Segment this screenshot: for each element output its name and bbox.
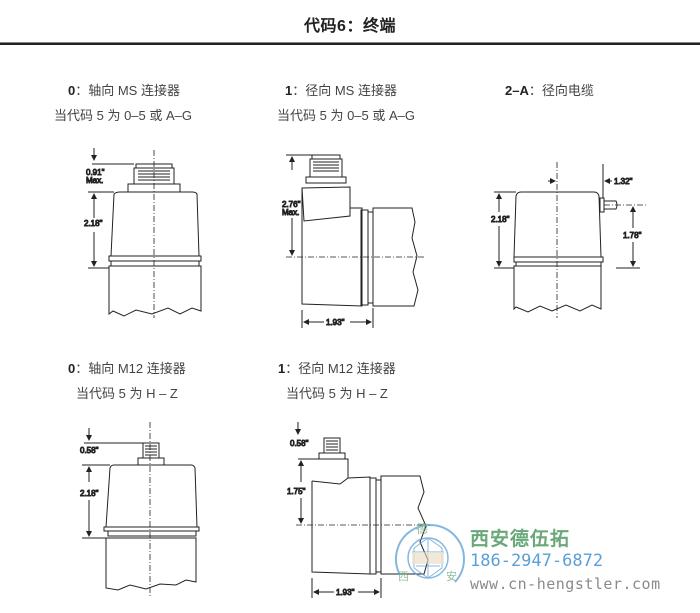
watermark: 西安德伍拓 186-2947-6872 www.cn-hengstler.com [392,520,692,610]
drawing-axial-ms: 0.91" Max. 2.18" [84,148,202,318]
option-label: ：径向 MS 连接器 [292,83,397,98]
svg-text:1.93": 1.93" [336,588,355,597]
svg-text:西: 西 [398,571,409,583]
option-label: ：径向 M12 连接器 [285,361,396,376]
option-condition: 当代码 5 为 0–5 或 A–G [277,108,415,123]
svg-text:1.93": 1.93" [326,318,345,327]
option-label: ：轴向 MS 连接器 [75,83,180,98]
option-code: 0 [68,361,76,376]
option-condition: 当代码 5 为 H – Z [76,386,178,401]
option-code: 1 [278,361,286,376]
option-label: ：轴向 M12 连接器 [75,361,186,376]
drawing-radial-m12: 0.58" 1.75" 1.93" [287,422,430,598]
drawing-axial-m12: 0.58" 2.18" [80,422,200,596]
option-code: 2–A [505,83,529,98]
option-condition: 当代码 5 为 0–5 或 A–G [54,108,192,123]
watermark-phone: 186-2947-6872 [470,551,604,571]
option-condition: 当代码 5 为 H – Z [286,386,388,401]
svg-text:2.76": 2.76" [282,200,301,209]
svg-text:Max.: Max. [86,176,103,185]
svg-text:2.18": 2.18" [84,219,103,228]
svg-text:0.58": 0.58" [80,446,99,455]
drawing-radial-cable: 1.32" 2.18" 1.78" [491,162,648,318]
caption-axial-m12: 0：轴向 M12 连接器 当代码 5 为 H – Z [68,358,186,402]
option-code: 1 [285,83,293,98]
svg-text:0.91": 0.91" [86,168,105,177]
caption-radial-m12: 1：径向 M12 连接器 当代码 5 为 H – Z [278,358,396,402]
watermark-company: 西安德伍拓 [470,528,571,550]
svg-text:1.78": 1.78" [623,231,642,240]
svg-text:德: 德 [416,521,428,536]
caption-radial-cable: 2–A：径向电缆 [505,80,594,99]
caption-radial-ms: 1：径向 MS 连接器 当代码 5 为 0–5 或 A–G [277,80,415,124]
svg-text:Max.: Max. [282,208,299,217]
svg-text:2.18": 2.18" [80,489,99,498]
title-divider [0,42,700,45]
svg-text:1.75": 1.75" [287,487,306,496]
option-code: 0 [68,83,76,98]
svg-text:1.32": 1.32" [614,177,633,186]
caption-axial-ms: 0：轴向 MS 连接器 当代码 5 为 0–5 或 A–G [54,80,192,124]
watermark-logo-icon: 德 西 安 [395,521,465,583]
svg-text:2.18": 2.18" [491,215,510,224]
option-label: ：径向电缆 [528,83,594,98]
page-title: 代码6：终端 [304,18,396,35]
svg-text:安: 安 [446,569,457,583]
svg-text:0.58": 0.58" [290,439,309,448]
watermark-url: www.cn-hengstler.com [470,575,661,593]
drawing-radial-ms: 2.76" Max. 1.93" [282,154,425,328]
